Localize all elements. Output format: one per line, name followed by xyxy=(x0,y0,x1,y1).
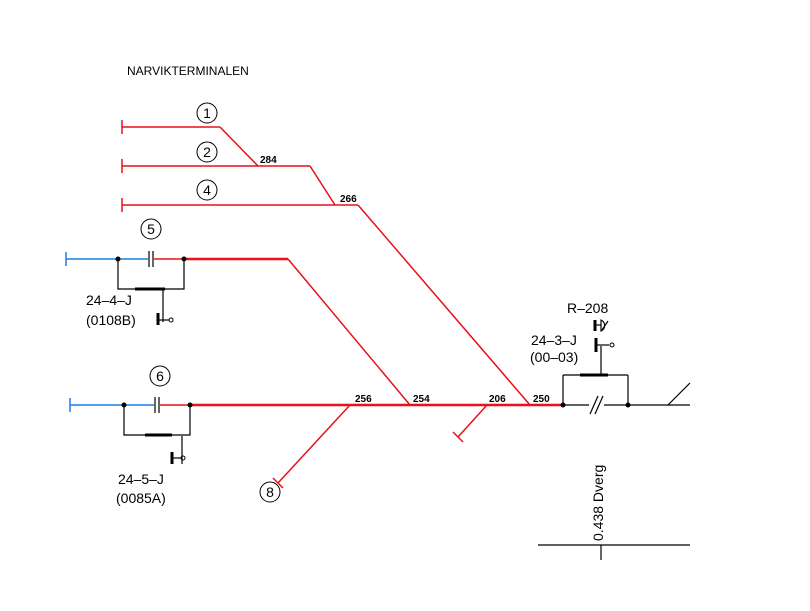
track-5-bypass xyxy=(117,259,185,290)
device-3-handle xyxy=(609,342,615,348)
km-marker-label: 0.438 Dverg xyxy=(590,465,606,541)
track-6-bypass xyxy=(123,405,191,436)
track-6-node-a xyxy=(121,402,127,408)
device-2-handle xyxy=(180,455,186,461)
signal-slash xyxy=(601,320,609,331)
track-5-label: 5 xyxy=(147,221,155,237)
track-5-marker xyxy=(140,218,162,240)
track-4-diverge xyxy=(357,204,531,406)
track-8-line xyxy=(277,404,351,484)
device-1-code: (0108B) xyxy=(86,312,136,328)
block-joint-b xyxy=(594,395,604,415)
track-5-node-a xyxy=(115,256,121,262)
signal-label: R–208 xyxy=(567,300,608,316)
track-2-diverge xyxy=(309,165,336,206)
track-6-marker xyxy=(149,365,171,387)
block-joint-a xyxy=(589,395,599,415)
track-8-marker xyxy=(259,481,281,503)
track-8-label: 8 xyxy=(266,484,274,500)
track-1-marker xyxy=(196,102,218,124)
track-2-label: 2 xyxy=(203,144,211,160)
track-4-label: 4 xyxy=(203,182,211,198)
device-1-handle xyxy=(168,317,174,323)
switch-254-label: 254 xyxy=(413,394,430,405)
device-1-name: 24–4–J xyxy=(86,292,132,308)
track-6-label: 6 xyxy=(156,368,164,384)
track-8-bufferstop xyxy=(272,477,284,489)
track-5-node-b xyxy=(181,256,187,262)
track-4-marker xyxy=(196,179,218,201)
spur-206-line xyxy=(457,404,488,438)
station-title: NARVIKTERMINALEN xyxy=(127,64,249,78)
track-5-diverge xyxy=(287,258,411,406)
block-diverge xyxy=(667,382,691,406)
block-node-b xyxy=(625,402,631,408)
device-2-code: (0085A) xyxy=(116,490,166,506)
switch-206-label: 206 xyxy=(489,394,506,405)
track-1-label: 1 xyxy=(203,105,211,121)
switch-256-label: 256 xyxy=(355,394,372,405)
track-2-marker xyxy=(196,141,218,163)
switch-284-label: 284 xyxy=(260,155,277,166)
switch-266-label: 266 xyxy=(340,194,357,205)
track-6-node-b xyxy=(187,402,193,408)
spur-206-bufferstop xyxy=(452,431,464,443)
track-1-diverge xyxy=(219,126,259,167)
device-3-code: (00–03) xyxy=(530,349,578,365)
switch-250-label: 250 xyxy=(533,394,550,405)
device-2-name: 24–5–J xyxy=(118,471,164,487)
device-3-name: 24–3–J xyxy=(531,332,577,348)
